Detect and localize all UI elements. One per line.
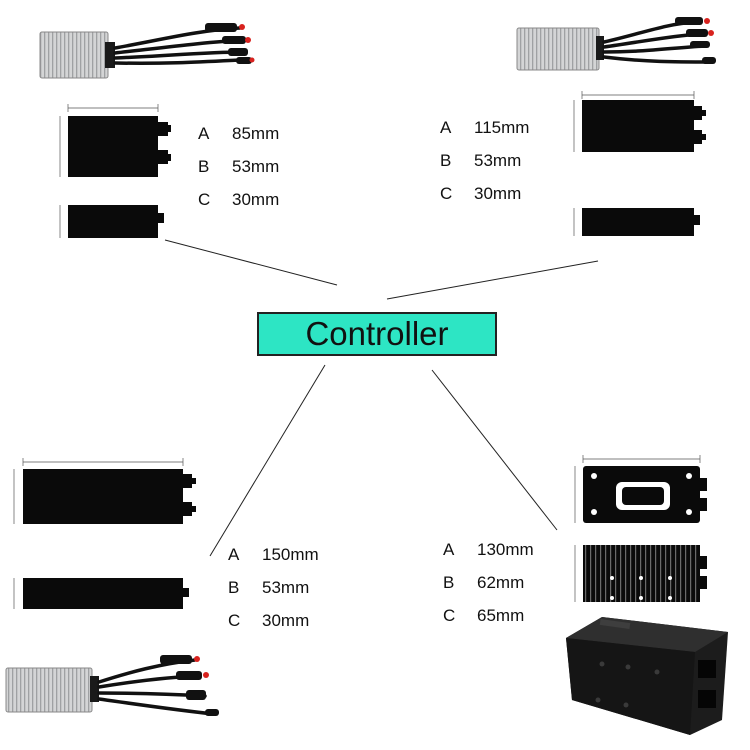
diagram-side-view-top-left	[59, 205, 164, 238]
spec-list-top-right: A 115mm B 53mm C 30mm	[440, 116, 529, 206]
spec-value: 65mm	[477, 606, 525, 625]
spec-key: C	[443, 606, 456, 625]
spec-value: 150mm	[262, 545, 319, 564]
spec-value: 115mm	[474, 118, 530, 137]
spec-key: C	[228, 611, 241, 630]
spec-key: B	[228, 578, 240, 597]
title-box: Controller	[257, 312, 497, 356]
spec-value: 53mm	[232, 157, 280, 176]
spec-value: 130mm	[477, 540, 534, 559]
diagram-top-view-top-left	[59, 104, 171, 177]
line-top-right	[386, 260, 599, 300]
diagram-side-view-top-right	[573, 208, 700, 236]
spec-key: B	[440, 151, 452, 170]
diagram-top-view-bottom-right	[574, 455, 707, 523]
spec-key: C	[198, 190, 211, 209]
title-text: Controller	[305, 315, 449, 352]
spec-value: 62mm	[477, 573, 525, 592]
spec-key: B	[198, 157, 210, 176]
photo-controller-bottom-right	[566, 617, 728, 735]
spec-key: A	[228, 545, 240, 564]
spec-key: C	[440, 184, 453, 203]
photo-controller-bottom-left	[5, 655, 219, 716]
diagram-top-view-bottom-left	[13, 458, 196, 524]
spec-key: A	[198, 124, 210, 143]
spec-value: 85mm	[232, 124, 280, 143]
spec-value: 30mm	[474, 184, 522, 203]
spec-list-bottom-right: A 130mm B 62mm C 65mm	[443, 538, 534, 628]
line-bottom-right	[431, 369, 558, 531]
photo-controller-top-left	[39, 23, 255, 79]
spec-value: 30mm	[262, 611, 310, 630]
line-top-left	[164, 239, 338, 286]
spec-value: 53mm	[474, 151, 522, 170]
diagram-side-view-bottom-left	[13, 578, 189, 609]
diagram-top-view-top-right	[573, 91, 706, 152]
title-box-fill	[257, 312, 497, 356]
connector-lines	[164, 239, 599, 557]
spec-list-bottom-left: A 150mm B 53mm C 30mm	[228, 543, 319, 633]
spec-value: 30mm	[232, 190, 280, 209]
diagram-side-view-bottom-right	[574, 545, 707, 602]
spec-key: B	[443, 573, 455, 592]
line-bottom-left	[209, 364, 326, 557]
spec-key: A	[440, 118, 452, 137]
spec-key: A	[443, 540, 455, 559]
spec-list-top-left: A 85mm B 53mm C 30mm	[198, 122, 279, 212]
photo-controller-top-right	[516, 17, 716, 71]
spec-value: 53mm	[262, 578, 310, 597]
